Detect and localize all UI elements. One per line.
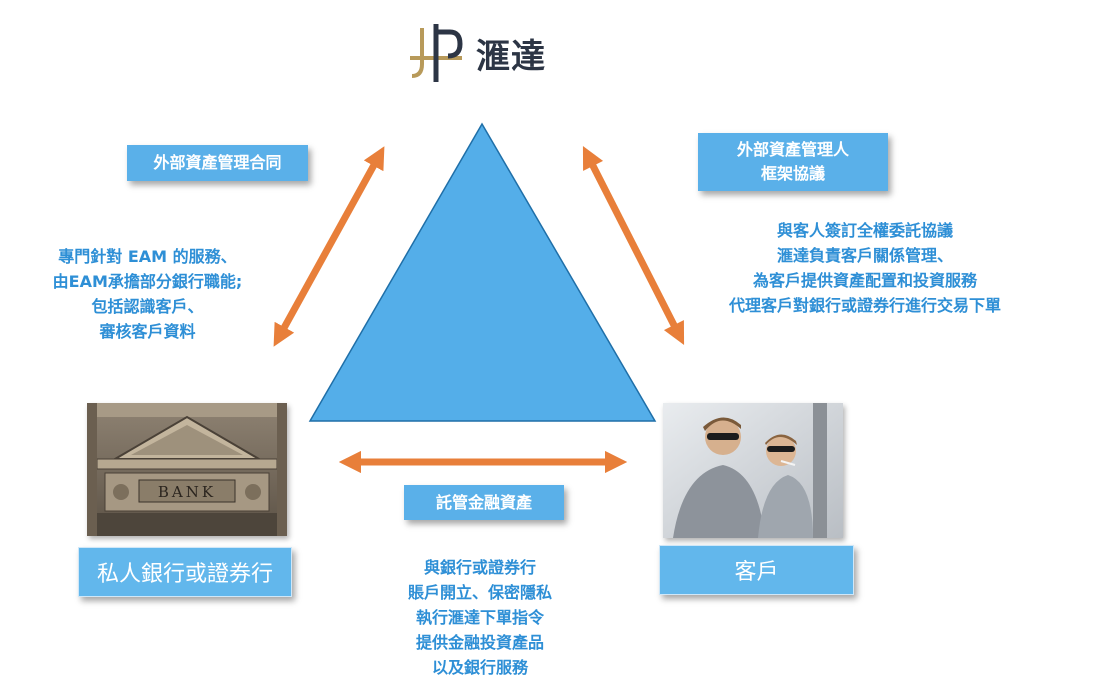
- custody-text: 託管金融資產: [435, 492, 532, 512]
- eam-client-agreement-line1: 外部資產管理人: [736, 140, 849, 159]
- logo-text: 滙達: [476, 36, 546, 77]
- desc-line: 專門針對 EAM 的服務、: [58, 247, 237, 266]
- client-photo: [663, 403, 843, 538]
- desc-line: 與銀行或證券行: [423, 558, 536, 577]
- center-triangle: [308, 122, 657, 422]
- desc-line: 提供金融投資產品: [415, 633, 544, 652]
- eam-client-agreement-label: 外部資產管理人 框架協議: [698, 133, 888, 191]
- client-party-text: 客戶: [734, 560, 779, 585]
- bank-sign-text: BANK: [158, 483, 216, 501]
- desc-line: 與客人簽訂全權委託協議: [776, 221, 953, 240]
- desc-line: 為客戶提供資產配置和投資服務: [752, 271, 977, 290]
- desc-line: 執行滙達下單指令: [415, 608, 544, 627]
- eam-client-description: 與客人簽訂全權委託協議 滙達負責客戶關係管理、 為客戶提供資產配置和投資服務 代…: [690, 218, 1040, 318]
- desc-line: 代理客戶對銀行或證券行進行交易下單: [728, 296, 1001, 315]
- bank-party-text: 私人銀行或證券行: [96, 562, 273, 587]
- eam-bank-description: 專門針對 EAM 的服務、 由EAM承擔部分銀行職能; 包括認識客戶、 審核客戶…: [10, 244, 285, 344]
- desc-line: 包括認識客戶、: [91, 297, 204, 316]
- eam-bank-contract-text: 外部資產管理合同: [153, 153, 282, 172]
- desc-line: 以及銀行服務: [431, 658, 528, 677]
- bank-building-photo: BANK: [87, 403, 287, 536]
- desc-line: 賬戶開立、保密隱私: [407, 583, 552, 602]
- client-party-label: 客戶: [659, 545, 854, 595]
- eam-client-agreement-line2: 框架協議: [760, 164, 825, 183]
- custody-label: 託管金融資產: [404, 485, 564, 520]
- bank-services-description: 與銀行或證券行 賬戶開立、保密隱私 執行滙達下單指令 提供金融投資產品 以及銀行…: [370, 555, 590, 680]
- desc-line: 滙達負責客戶關係管理、: [776, 246, 953, 265]
- bank-party-label: 私人銀行或證券行: [78, 547, 292, 597]
- arrow-eam-client: [582, 146, 685, 345]
- arrow-eam-bank: [273, 146, 385, 347]
- eam-bank-contract-label: 外部資產管理合同: [127, 145, 308, 181]
- desc-line: 審核客戶資料: [99, 322, 196, 341]
- logo-mark-icon: [410, 24, 463, 82]
- desc-line: 由EAM承擔部分銀行職能;: [52, 272, 243, 291]
- brand-logo: 滙達: [400, 18, 570, 88]
